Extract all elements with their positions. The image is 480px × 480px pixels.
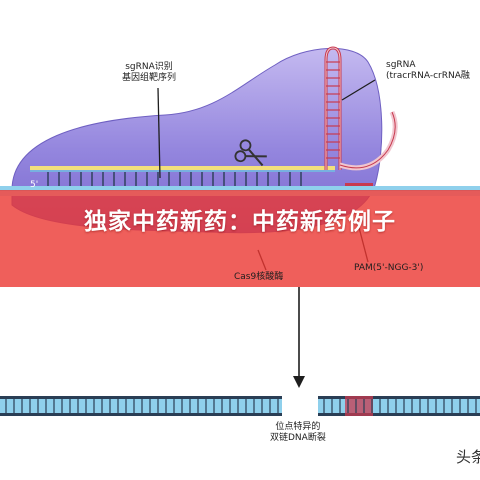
- label-line: 位点特异的: [275, 422, 321, 432]
- sgrna-stem-loop: [324, 46, 398, 171]
- banner-title: 独家中药新药：中药新药例子: [84, 209, 396, 235]
- banner-overlay: [0, 190, 480, 287]
- label-sgrna-target: sgRNA识别 基因组靶序列: [122, 62, 176, 85]
- label-line: 双链DNA断裂: [270, 433, 326, 444]
- cleaved-dna-right: [318, 396, 480, 416]
- label-line: (tracrRNA-crRNA融: [386, 71, 470, 82]
- scissors-icon: [234, 139, 267, 167]
- down-arrow: [293, 287, 305, 388]
- guide-rna-strand: [30, 166, 335, 172]
- label-cas9: Cas9核酸酶: [234, 272, 284, 282]
- label-sgrna: sgRNA (tracrRNA-crRNA融: [386, 60, 470, 83]
- label-line: sgRNA识别: [125, 62, 173, 72]
- label-line: sgRNA: [386, 60, 416, 70]
- label-pam: PAM(5'-NGG-3'): [354, 263, 424, 273]
- watermark: 头条: [456, 448, 480, 466]
- pam-site: [345, 183, 373, 186]
- cleaved-dna-left: [0, 396, 282, 416]
- label-five-prime: 5': [30, 180, 39, 190]
- guide-base-pairs: [47, 172, 302, 186]
- dna-base-pairs: [5, 399, 477, 413]
- stem-base-pairs: [326, 61, 340, 159]
- label-dsb: 位点特异的 双链DNA断裂: [270, 422, 326, 445]
- label-line: 基因组靶序列: [122, 73, 177, 84]
